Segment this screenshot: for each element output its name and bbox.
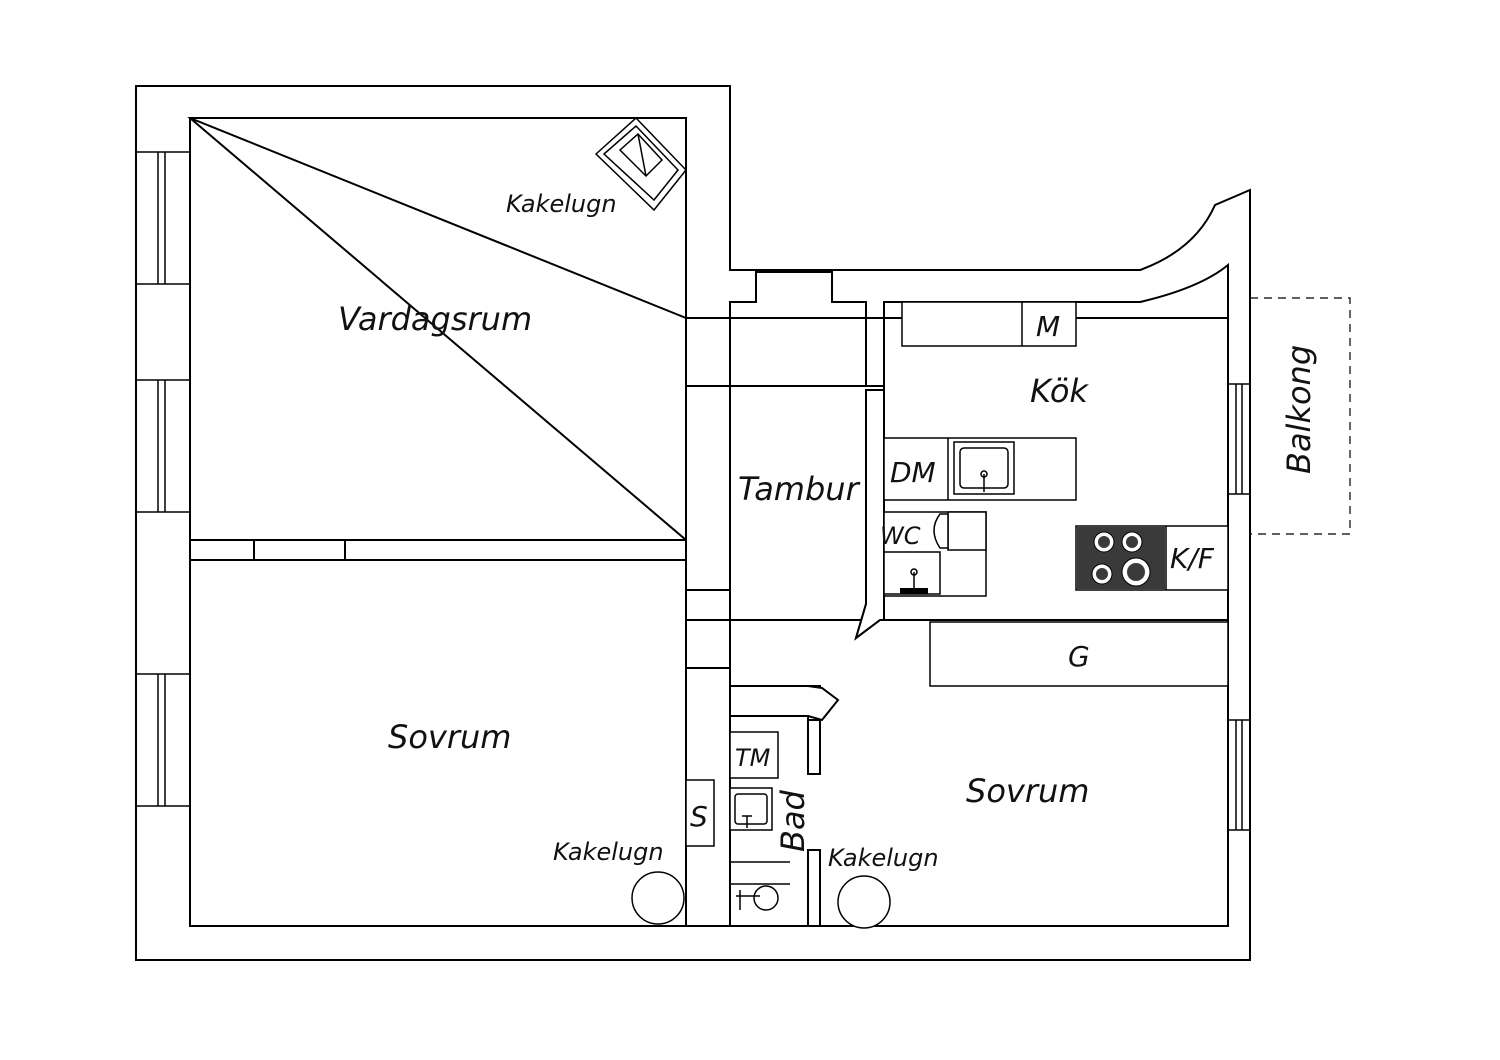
wall-living-bed-2 [344,539,687,561]
room-label-sovrum-2: Sovrum [966,772,1089,810]
label-fridge-freezer: K/F [1170,542,1215,575]
room-label-balkong: Balkong [1280,345,1318,474]
window-icon [1227,383,1251,495]
label-kakelugn-1: Kakelugn [506,190,617,218]
room-label-wc: WC [880,522,921,550]
label-wardrobe: G [1068,640,1090,673]
room-label-sovrum-1: Sovrum [388,718,511,756]
label-dishwasher: DM [890,456,936,489]
sink-icon [729,787,773,831]
label-kakelugn-3: Kakelugn [828,844,939,872]
toilet-icon [933,511,987,551]
washing-machine [729,731,779,779]
closet [685,779,715,847]
wall-living-bed [189,539,255,561]
counter-microwave [901,301,1077,347]
label-washing-machine: TM [735,744,771,772]
sink-icon [883,551,941,595]
label-closet: S [690,800,708,833]
label-microwave: M [1036,310,1060,343]
door-jamb-bath [729,685,840,722]
room-label-tambur: Tambur [738,470,861,508]
balcony-outline [1250,297,1351,535]
door-jamb-kitchen [854,389,885,641]
window-icon [135,151,191,285]
window-icon [1227,719,1251,831]
room-label-bad: Bad [774,789,812,852]
sink-icon [953,441,1015,495]
tile-stove-icon [837,875,891,929]
shower-icon [730,861,790,911]
tile-stove-icon [594,116,687,212]
wall-hall-west [685,385,731,591]
wall-bath-east-2 [807,849,821,927]
room-label-vardagsrum: Vardagsrum [338,300,532,338]
label-kakelugn-2: Kakelugn [553,838,664,866]
wardrobe [929,621,1229,687]
wall-bath-east [807,719,821,775]
window-icon [135,379,191,513]
room-label-kok: Kök [1030,372,1089,410]
stove-icon [1077,527,1165,589]
tile-stove-icon [631,871,685,925]
window-icon [135,673,191,807]
